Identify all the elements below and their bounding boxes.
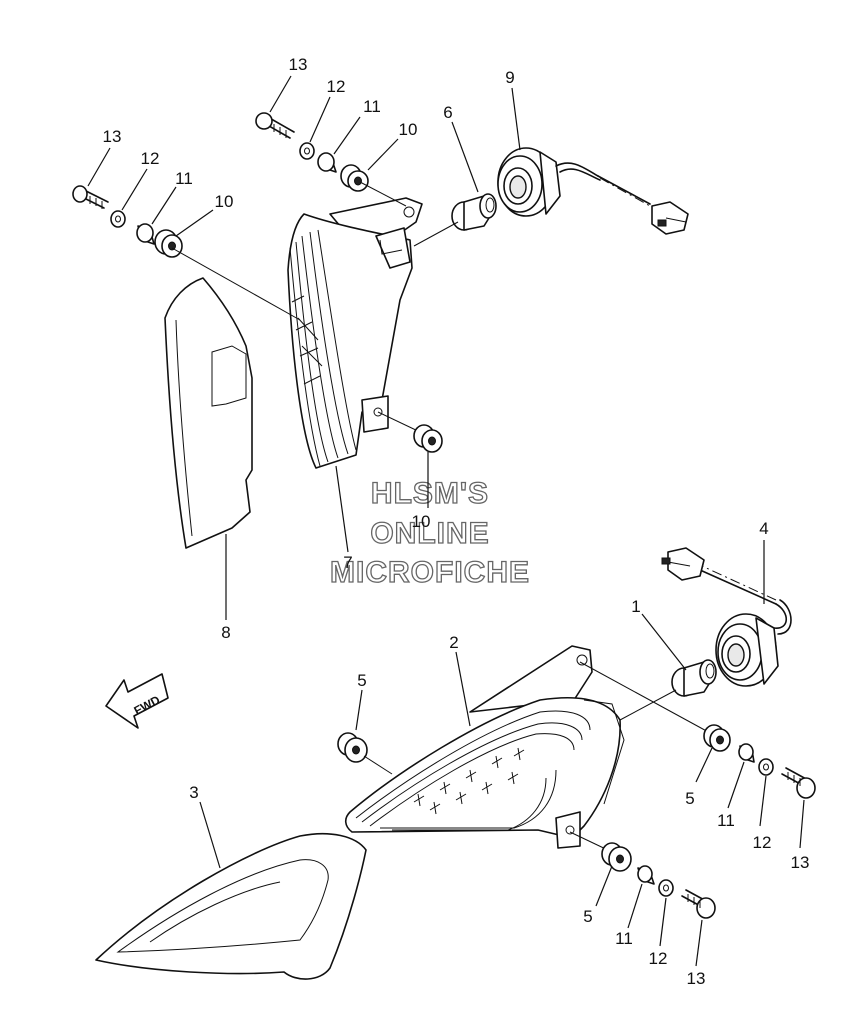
part-1-bulb[interactable] [671, 659, 717, 697]
callout-12: 12 [327, 77, 346, 96]
callout-6: 6 [443, 103, 452, 122]
upper-left-fastener-stack[interactable] [72, 185, 183, 258]
part-4-socket[interactable] [661, 547, 792, 687]
watermark-line-1: HLSM'S [371, 477, 489, 510]
callout-3: 3 [189, 783, 198, 802]
callout-2: 2 [449, 633, 458, 652]
callout-9: 9 [505, 68, 514, 87]
lower-right-fastener-stack-a[interactable] [579, 661, 816, 799]
part-5-grommet-c [601, 842, 632, 872]
callout-8: 8 [221, 623, 230, 642]
part-3-lens-cover[interactable] [95, 832, 367, 980]
callout-numbers: 13 12 11 10 13 12 11 10 6 9 10 7 8 4 1 2… [103, 55, 810, 988]
callout-10: 10 [215, 192, 234, 211]
part-7-lamp-housing[interactable] [287, 197, 423, 469]
leader-lines [87, 75, 805, 967]
part-6-bulb[interactable] [451, 193, 497, 231]
part-10-grommet-c[interactable] [377, 411, 443, 453]
part-12-washer-c [758, 758, 774, 776]
part-11-collar-c [738, 743, 755, 763]
part-12-washer-b [299, 142, 315, 160]
callout-5: 5 [685, 789, 694, 808]
alignment-line-a [171, 247, 301, 321]
callout-12: 12 [753, 833, 772, 852]
callout-10: 10 [399, 120, 418, 139]
part-11-collar-b [317, 152, 337, 173]
callout-11: 11 [363, 97, 381, 116]
part-10-grommet-a [154, 229, 183, 258]
callout-13: 13 [289, 55, 308, 74]
alignment-line-b [359, 181, 407, 207]
watermark-line-2: ONLINE [370, 517, 489, 550]
watermark-line-3: MICROFICHE [330, 556, 530, 589]
part-9-socket[interactable] [497, 147, 689, 235]
part-8-lens-cover[interactable] [164, 277, 253, 549]
alignment-line-d [619, 689, 677, 721]
callout-12: 12 [649, 949, 668, 968]
part-13-bolt-d [681, 889, 716, 919]
part-13-bolt-c [781, 767, 816, 799]
part-2-lamp-housing[interactable] [344, 645, 625, 849]
part-11-collar-a [136, 223, 155, 245]
part-5-grommet-a[interactable] [337, 732, 393, 775]
callout-13: 13 [103, 127, 122, 146]
alignment-line-c [413, 221, 459, 247]
fwd-arrow-icon: FWD [105, 673, 169, 729]
part-12-washer-a [110, 210, 126, 228]
callout-5: 5 [357, 671, 366, 690]
part-12-washer-d [658, 879, 674, 897]
upper-top-fastener-stack[interactable] [255, 112, 369, 192]
callout-7: 7 [343, 553, 352, 572]
callout-11: 11 [717, 811, 735, 830]
callout-12: 12 [141, 149, 160, 168]
watermark: HLSM'S ONLINE MICROFICHE [329, 476, 530, 589]
callout-13: 13 [791, 853, 810, 872]
part-5-grommet-b [703, 724, 731, 752]
callout-4: 4 [759, 519, 768, 538]
callout-11: 11 [175, 169, 193, 188]
part-11-collar-d [637, 865, 655, 885]
part-10-grommet-b [340, 164, 369, 192]
part-13-bolt-b [255, 112, 295, 139]
callout-1: 1 [631, 597, 640, 616]
callout-11: 11 [615, 929, 633, 948]
callout-10: 10 [412, 512, 431, 531]
callout-5: 5 [583, 907, 592, 926]
callout-13: 13 [687, 969, 706, 988]
part-13-bolt-a [72, 185, 109, 209]
lower-right-fastener-stack-b[interactable] [569, 831, 716, 919]
